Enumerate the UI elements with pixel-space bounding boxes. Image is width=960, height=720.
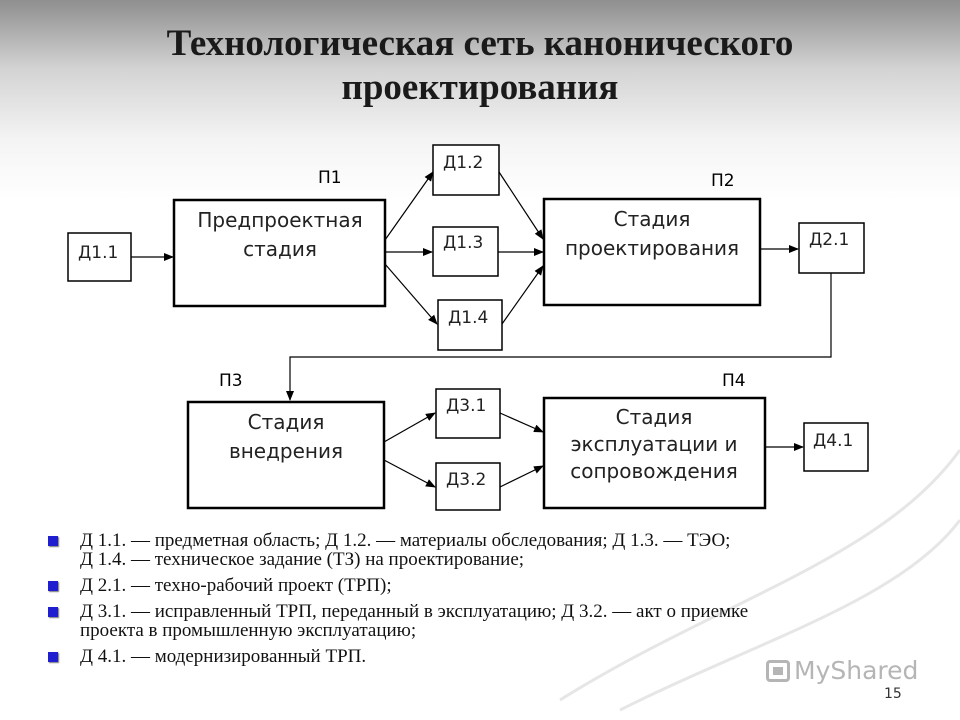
doc-box-d32: Д3.2 (435, 462, 501, 511)
legend-item: Д 3.1. — исправленный ТРП, переданный в … (48, 602, 928, 640)
stage-pre-design-line-2: стадия (243, 237, 317, 261)
arrow-s1-to-d14 (384, 263, 438, 325)
square-bullet-icon (48, 607, 58, 617)
stage-pre-design-line-1: Предпроектная (197, 208, 362, 232)
doc-box-d21: Д2.1 (798, 222, 865, 274)
stage-operation-line-1: Стадия (616, 405, 693, 429)
arrow-s3-to-d31 (383, 412, 436, 443)
stage-box-pre-design: Предпроектная стадия (172, 198, 387, 308)
legend-item-line-2: проекта в промышленную эксплуатацию; (80, 620, 417, 641)
legend-item-line-1: Д 4.1. — модернизированный ТРП. (80, 646, 367, 667)
doc-label-d41: Д4.1 (813, 431, 853, 451)
square-bullet-icon (48, 536, 58, 546)
stage-box-design: Стадия проектирования (542, 197, 762, 307)
doc-box-d31: Д3.1 (435, 388, 501, 439)
stage-box-implementation: Стадия внедрения (186, 400, 386, 510)
watermark-text: MyShared (794, 656, 919, 685)
doc-box-d14: Д1.4 (437, 299, 503, 351)
stage-design-line-1: Стадия (614, 207, 691, 231)
arrow-d21-to-s3 (286, 273, 832, 401)
arrow-d32-to-s4 (499, 465, 544, 488)
arrow-s3-to-d32 (383, 459, 436, 488)
doc-box-d13: Д1.3 (432, 226, 499, 277)
legend-list: Д 1.1. — предметная область; Д 1.2. — ма… (48, 531, 928, 673)
legend-item: Д 4.1. — модернизированный ТРП. (48, 647, 928, 666)
square-bullet-icon (48, 652, 58, 662)
watermark-logo: MyShared (766, 656, 918, 685)
arrow-s1-to-d12 (384, 171, 434, 241)
legend-item-line-1: Д 1.1. — предметная область; Д 1.2. — ма… (80, 530, 731, 551)
flow-arrows (131, 171, 832, 488)
stage-implementation-line-1: Стадия (248, 410, 325, 434)
legend-item-line-2: Д 1.4. — техническое задание (ТЗ) на про… (80, 549, 525, 570)
slide-title-line-2: проектирования (341, 67, 619, 108)
legend-item: Д 1.1. — предметная область; Д 1.2. — ма… (48, 531, 928, 569)
legend-item-line-1: Д 2.1. — техно-рабочий проект (ТРП); (80, 575, 392, 596)
phase-label-p2: П2 (711, 171, 735, 191)
background-swoosh (559, 449, 960, 702)
stage-operation-line-3: сопровождения (570, 459, 738, 483)
doc-label-d21: Д2.1 (809, 230, 849, 250)
doc-label-d13: Д1.3 (443, 233, 483, 253)
arrow-d14-to-s2 (501, 265, 544, 325)
stage-operation-line-2: эксплуатации и (571, 432, 738, 456)
doc-label-d31: Д3.1 (446, 396, 486, 416)
phase-label-p4: П4 (722, 371, 746, 391)
square-bullet-icon (48, 581, 58, 591)
phase-label-p1: П1 (318, 168, 342, 188)
doc-label-d32: Д3.2 (446, 470, 486, 490)
arrow-d12-to-s2 (498, 171, 544, 240)
doc-label-d12: Д1.2 (443, 153, 483, 173)
arrow-d31-to-s4 (499, 412, 544, 433)
doc-label-d14: Д1.4 (448, 308, 488, 328)
presentation-icon (766, 660, 790, 682)
doc-box-d11: Д1.1 (67, 232, 132, 282)
page-number: 15 (884, 686, 902, 702)
slide-title: Технологическая сеть канонического проек… (0, 22, 960, 110)
background-swoosh (619, 519, 960, 712)
legend-item-line-1: Д 3.1. — исправленный ТРП, переданный в … (80, 601, 749, 622)
doc-label-d11: Д1.1 (78, 243, 118, 263)
stage-design-line-2: проектирования (565, 236, 739, 260)
phase-label-p3: П3 (219, 371, 243, 391)
doc-box-d41: Д4.1 (803, 422, 869, 472)
stage-implementation-line-2: внедрения (229, 439, 343, 463)
doc-box-d12: Д1.2 (432, 144, 500, 196)
legend-item: Д 2.1. — техно-рабочий проект (ТРП); (48, 576, 928, 595)
slide-title-line-1: Технологическая сеть канонического (166, 23, 794, 64)
stage-box-operation: Стадия эксплуатации и сопровождения (542, 396, 767, 510)
